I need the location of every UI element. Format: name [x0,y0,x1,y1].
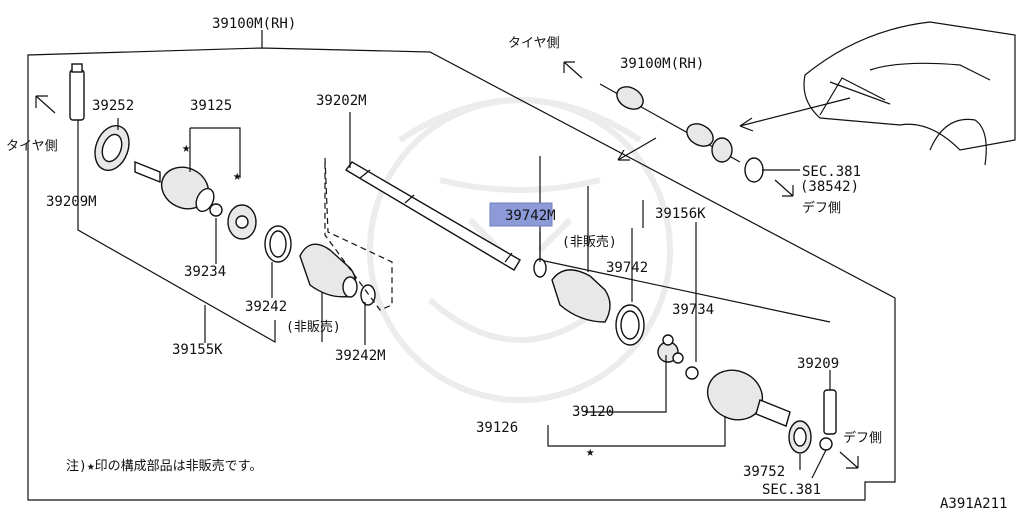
leader-lines [77,112,831,479]
part-boot-outer [299,243,358,298]
arrow-tire-side-left-icon [35,95,56,114]
label-sec381-bottom: SEC.381 [762,482,821,498]
label-39752: 39752 [743,464,785,480]
label-39234: 39234 [184,264,226,280]
star-39125-b: ★ [233,168,242,184]
label-diff-side-right: デフ側 [843,430,882,446]
label-diff-side-inset: デフ側 [802,200,841,216]
part-39125-outer-joint [134,160,215,213]
shaft-dashed-box [324,157,393,311]
note-text: 注)★印の構成部品は非販売です。 [66,458,262,474]
part-39742-band [615,304,645,346]
label-39125: 39125 [190,98,232,114]
star-39126: ★ [586,444,595,460]
label-sec381-inset: SEC.381 [802,164,861,180]
watermark-emblem [367,97,673,403]
part-39126-inner-housing [706,369,791,427]
part-39734-snap-ring [685,366,699,380]
car-inset [803,21,1016,166]
part-39242-boot-band [264,225,292,263]
label-39734: 39734 [672,302,714,318]
inset-arrows [563,61,851,197]
label-38542: (38542) [800,179,859,195]
label-tire-side-inset: タイヤ側 [508,36,560,51]
label-39742: 39742 [606,260,648,276]
label-not-for-sale-2: (非販売) [562,234,617,250]
label-39242: 39242 [245,299,287,315]
label-39252: 39252 [92,98,134,114]
part-ball-cage [227,204,257,240]
inset-driveshaft [599,83,764,183]
diagram-code: A391A211 [940,496,1007,510]
label-39742m: 39742M [505,208,556,224]
part-39242m-band [360,284,376,306]
part-circlip-small [209,203,223,217]
label-39120: 39120 [572,404,614,420]
label-39155k: 39155K [172,342,223,358]
highlight-39742m [489,202,553,227]
label-39209m: 39209M [46,194,97,210]
label-39100m-main: 39100M(RH) [212,16,296,32]
label-39156k: 39156K [655,206,706,222]
part-sec381-ring [819,437,833,451]
label-39126: 39126 [476,420,518,436]
assembly-frame [27,30,896,501]
label-39100m-inset: 39100M(RH) [620,56,704,72]
label-39202m: 39202M [316,93,367,109]
label-not-for-sale-1: (非販売) [286,319,341,335]
label-tire-side-left: タイヤ側 [6,139,58,154]
part-39209m-boot-band-tool [69,63,85,121]
part-39252-seal-ring [94,125,130,171]
part-boot-inner [533,258,611,323]
label-39209: 39209 [797,356,839,372]
arrow-diff-side-right-icon [839,451,859,469]
part-tripod-spider [657,334,684,364]
label-39242m: 39242M [335,348,386,364]
part-39209-tool [823,389,837,435]
part-39752-seal [788,420,812,454]
star-39125-a: ★ [182,140,191,156]
